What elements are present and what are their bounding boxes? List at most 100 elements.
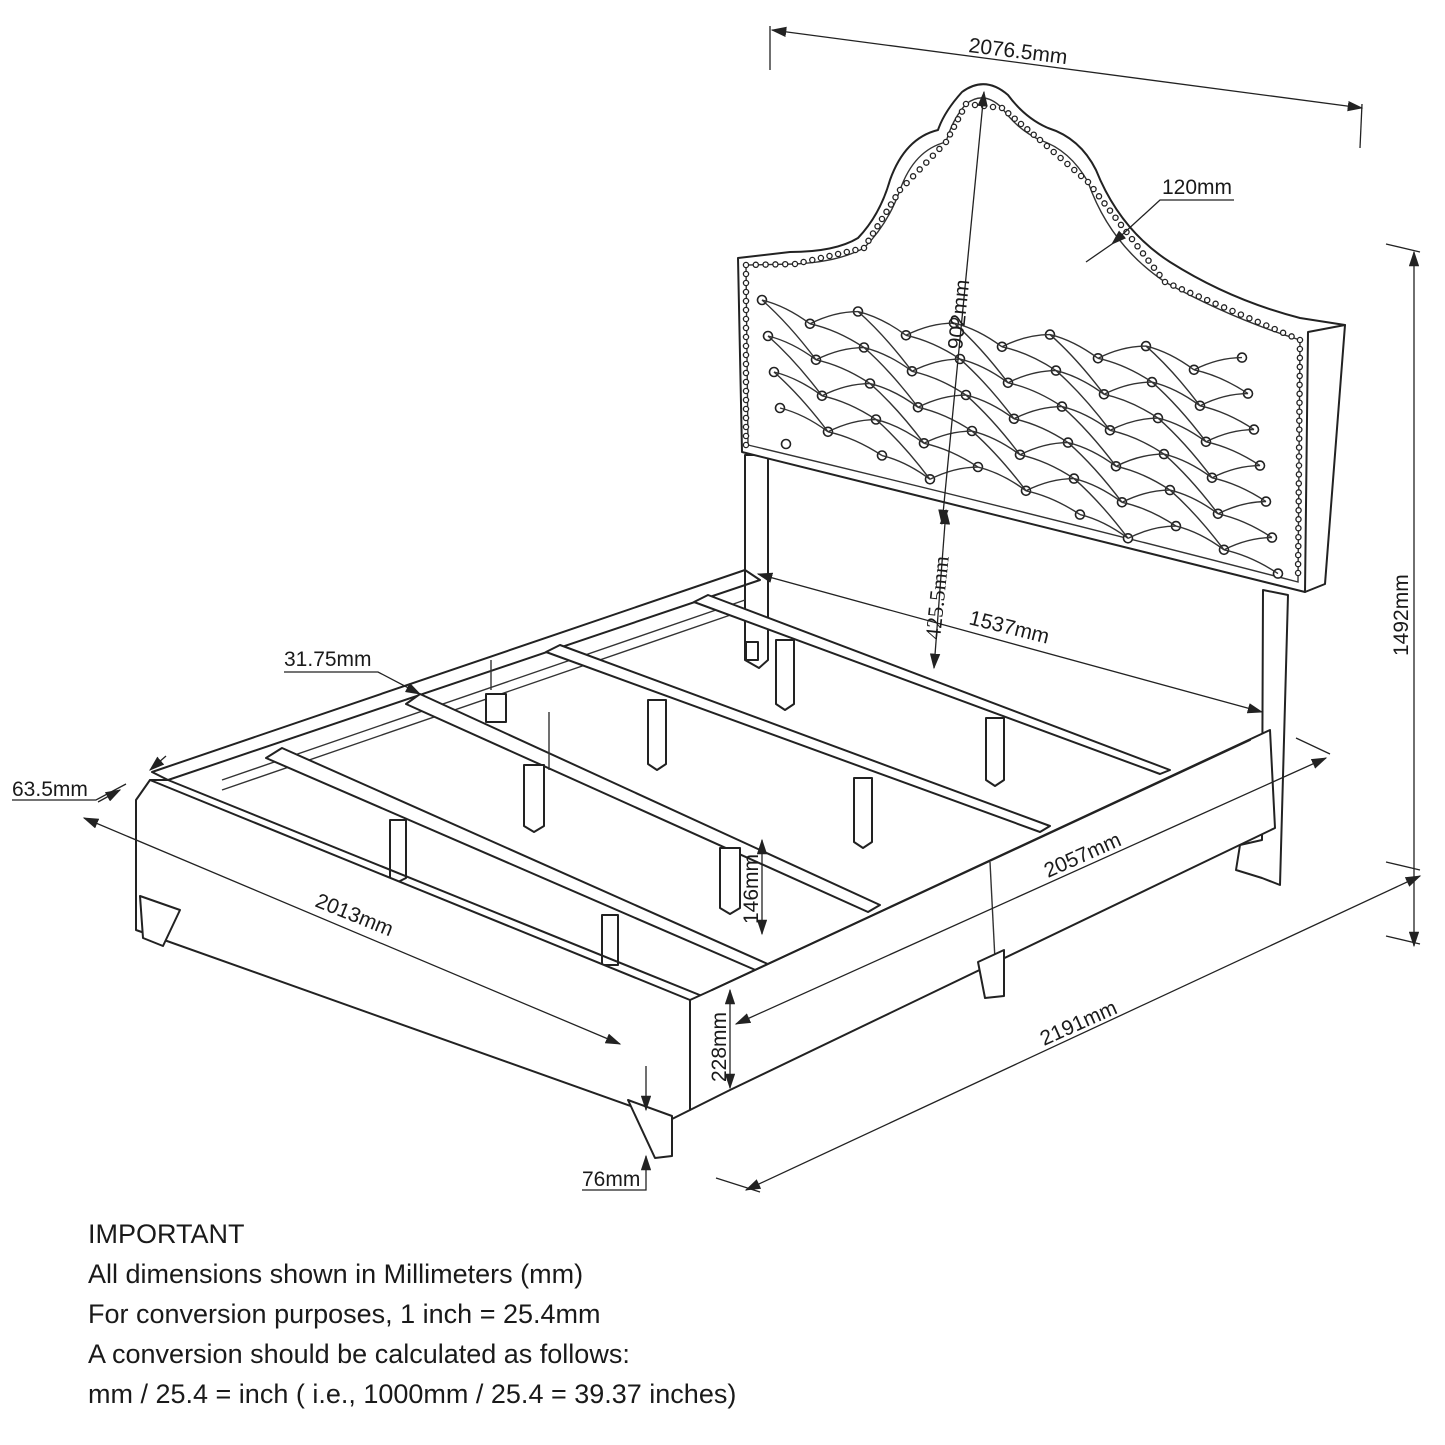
nailhead-stud — [742, 324, 750, 332]
tufting-line — [1025, 477, 1075, 492]
nailhead-stud — [916, 166, 923, 173]
tufting-line — [1049, 333, 1099, 359]
nailhead-stud — [1296, 408, 1303, 415]
tufting-line — [767, 335, 823, 397]
nailhead-stud — [1296, 417, 1303, 424]
tufting-line — [1103, 393, 1159, 419]
nailhead-stud — [834, 250, 842, 258]
nailhead-stud — [1106, 207, 1114, 214]
tufting-line — [767, 335, 817, 361]
front-right-leg — [627, 1099, 673, 1159]
tufting-line — [821, 382, 871, 397]
tufting-line — [1223, 536, 1273, 551]
nailhead-stud — [1057, 154, 1064, 162]
nailhead-stud — [742, 378, 750, 386]
tufting-line — [875, 418, 931, 480]
tufting-line — [857, 310, 907, 336]
headboard-panel — [737, 83, 1346, 593]
notes-line: For conversion purposes, 1 inch = 25.4mm — [88, 1299, 601, 1329]
tufting-line — [1151, 381, 1201, 407]
nailhead-stud — [936, 145, 943, 153]
nailhead-stud — [1294, 569, 1302, 577]
nailhead-stud — [1295, 444, 1303, 451]
dim-total-height: 1492mm — [1390, 574, 1413, 656]
nailhead-stud — [1279, 329, 1287, 337]
dim-floor-clearance: 76mm — [582, 1168, 640, 1191]
nailhead-stud — [860, 244, 868, 252]
tufting-line — [1049, 334, 1105, 395]
tufting-line — [1121, 501, 1177, 527]
nailhead-stud — [1117, 221, 1125, 229]
tufting-line — [881, 454, 931, 480]
notes-line: A conversion should be calculated as fol… — [88, 1339, 630, 1369]
nailhead-stud — [1203, 296, 1211, 304]
nailhead-stud — [742, 414, 750, 422]
nailhead-stud — [1145, 257, 1152, 264]
nailhead-stud — [962, 100, 970, 108]
nailhead-stud — [1095, 193, 1103, 200]
tufting-line — [1121, 489, 1171, 503]
nailhead-stud — [1043, 142, 1051, 150]
nailhead-stud — [742, 297, 750, 305]
tufting-line — [1007, 369, 1057, 384]
nailhead-stud — [742, 315, 750, 323]
nailhead-stud — [826, 252, 833, 260]
tufting-line — [1217, 500, 1267, 515]
nailhead-stud — [1295, 453, 1303, 460]
tufting-line — [857, 310, 913, 372]
nailhead-stud — [742, 351, 750, 359]
tufting-line — [761, 299, 811, 325]
tufting-line — [869, 382, 925, 444]
tufting-line — [1169, 489, 1225, 551]
tufting-line — [827, 418, 877, 433]
nailhead-stud — [742, 432, 750, 440]
nailhead-stud — [1195, 293, 1203, 300]
nailhead-stud — [1011, 115, 1018, 122]
tufting-line — [1193, 369, 1249, 395]
nailhead-stud — [883, 208, 890, 216]
nailhead-stud — [1161, 278, 1169, 286]
dim-headboard-clearance: 425.5mm — [920, 555, 954, 641]
tufting-line — [1013, 418, 1069, 444]
dim-slat-width: 31.75mm — [284, 648, 372, 671]
nailhead-stud — [1112, 214, 1119, 221]
nailhead-stud — [1237, 311, 1245, 318]
tufting-line — [863, 346, 919, 408]
tufting-line — [1055, 369, 1105, 395]
nailhead-stud — [971, 101, 979, 109]
tufting-line — [1103, 381, 1153, 395]
nailhead-stud — [1295, 542, 1302, 550]
tufting-line — [1163, 453, 1213, 479]
nailhead-stud — [1294, 551, 1302, 559]
dimension-lines — [12, 26, 1422, 1193]
tufting-line — [1013, 405, 1063, 420]
tufting-line — [1097, 345, 1147, 359]
tufting-line — [1007, 382, 1063, 408]
tufting-line — [1199, 405, 1255, 431]
nailhead-stud — [929, 152, 937, 159]
dim-nailhead-trim: 120mm — [1162, 176, 1232, 199]
nailhead-stud — [1050, 148, 1057, 156]
nailhead-stud — [742, 342, 750, 350]
nailhead-stud — [742, 441, 750, 449]
dim-total-length: 2191mm — [1037, 996, 1121, 1050]
nailhead-stud — [1271, 325, 1278, 333]
tufting-line — [1115, 465, 1171, 491]
tufting-line — [779, 407, 829, 433]
tufting-line — [1157, 417, 1213, 479]
nailhead-stud — [1134, 243, 1141, 250]
tufting-line — [821, 395, 877, 421]
dim-rail-thickness: 63.5mm — [12, 778, 88, 801]
nailhead-stud — [1030, 131, 1037, 138]
tufting-line — [1145, 345, 1201, 407]
dim-headboard-width: 2076.5mm — [967, 34, 1068, 69]
nailhead-stud — [742, 288, 750, 296]
tufting-line — [1019, 454, 1075, 480]
tufting-line — [1223, 549, 1279, 575]
nailhead-stud — [1150, 264, 1158, 271]
tufting-line — [809, 323, 865, 349]
tufting-line — [1001, 333, 1051, 348]
nailhead-stud — [1024, 126, 1031, 133]
nailhead-stud — [1296, 399, 1303, 406]
